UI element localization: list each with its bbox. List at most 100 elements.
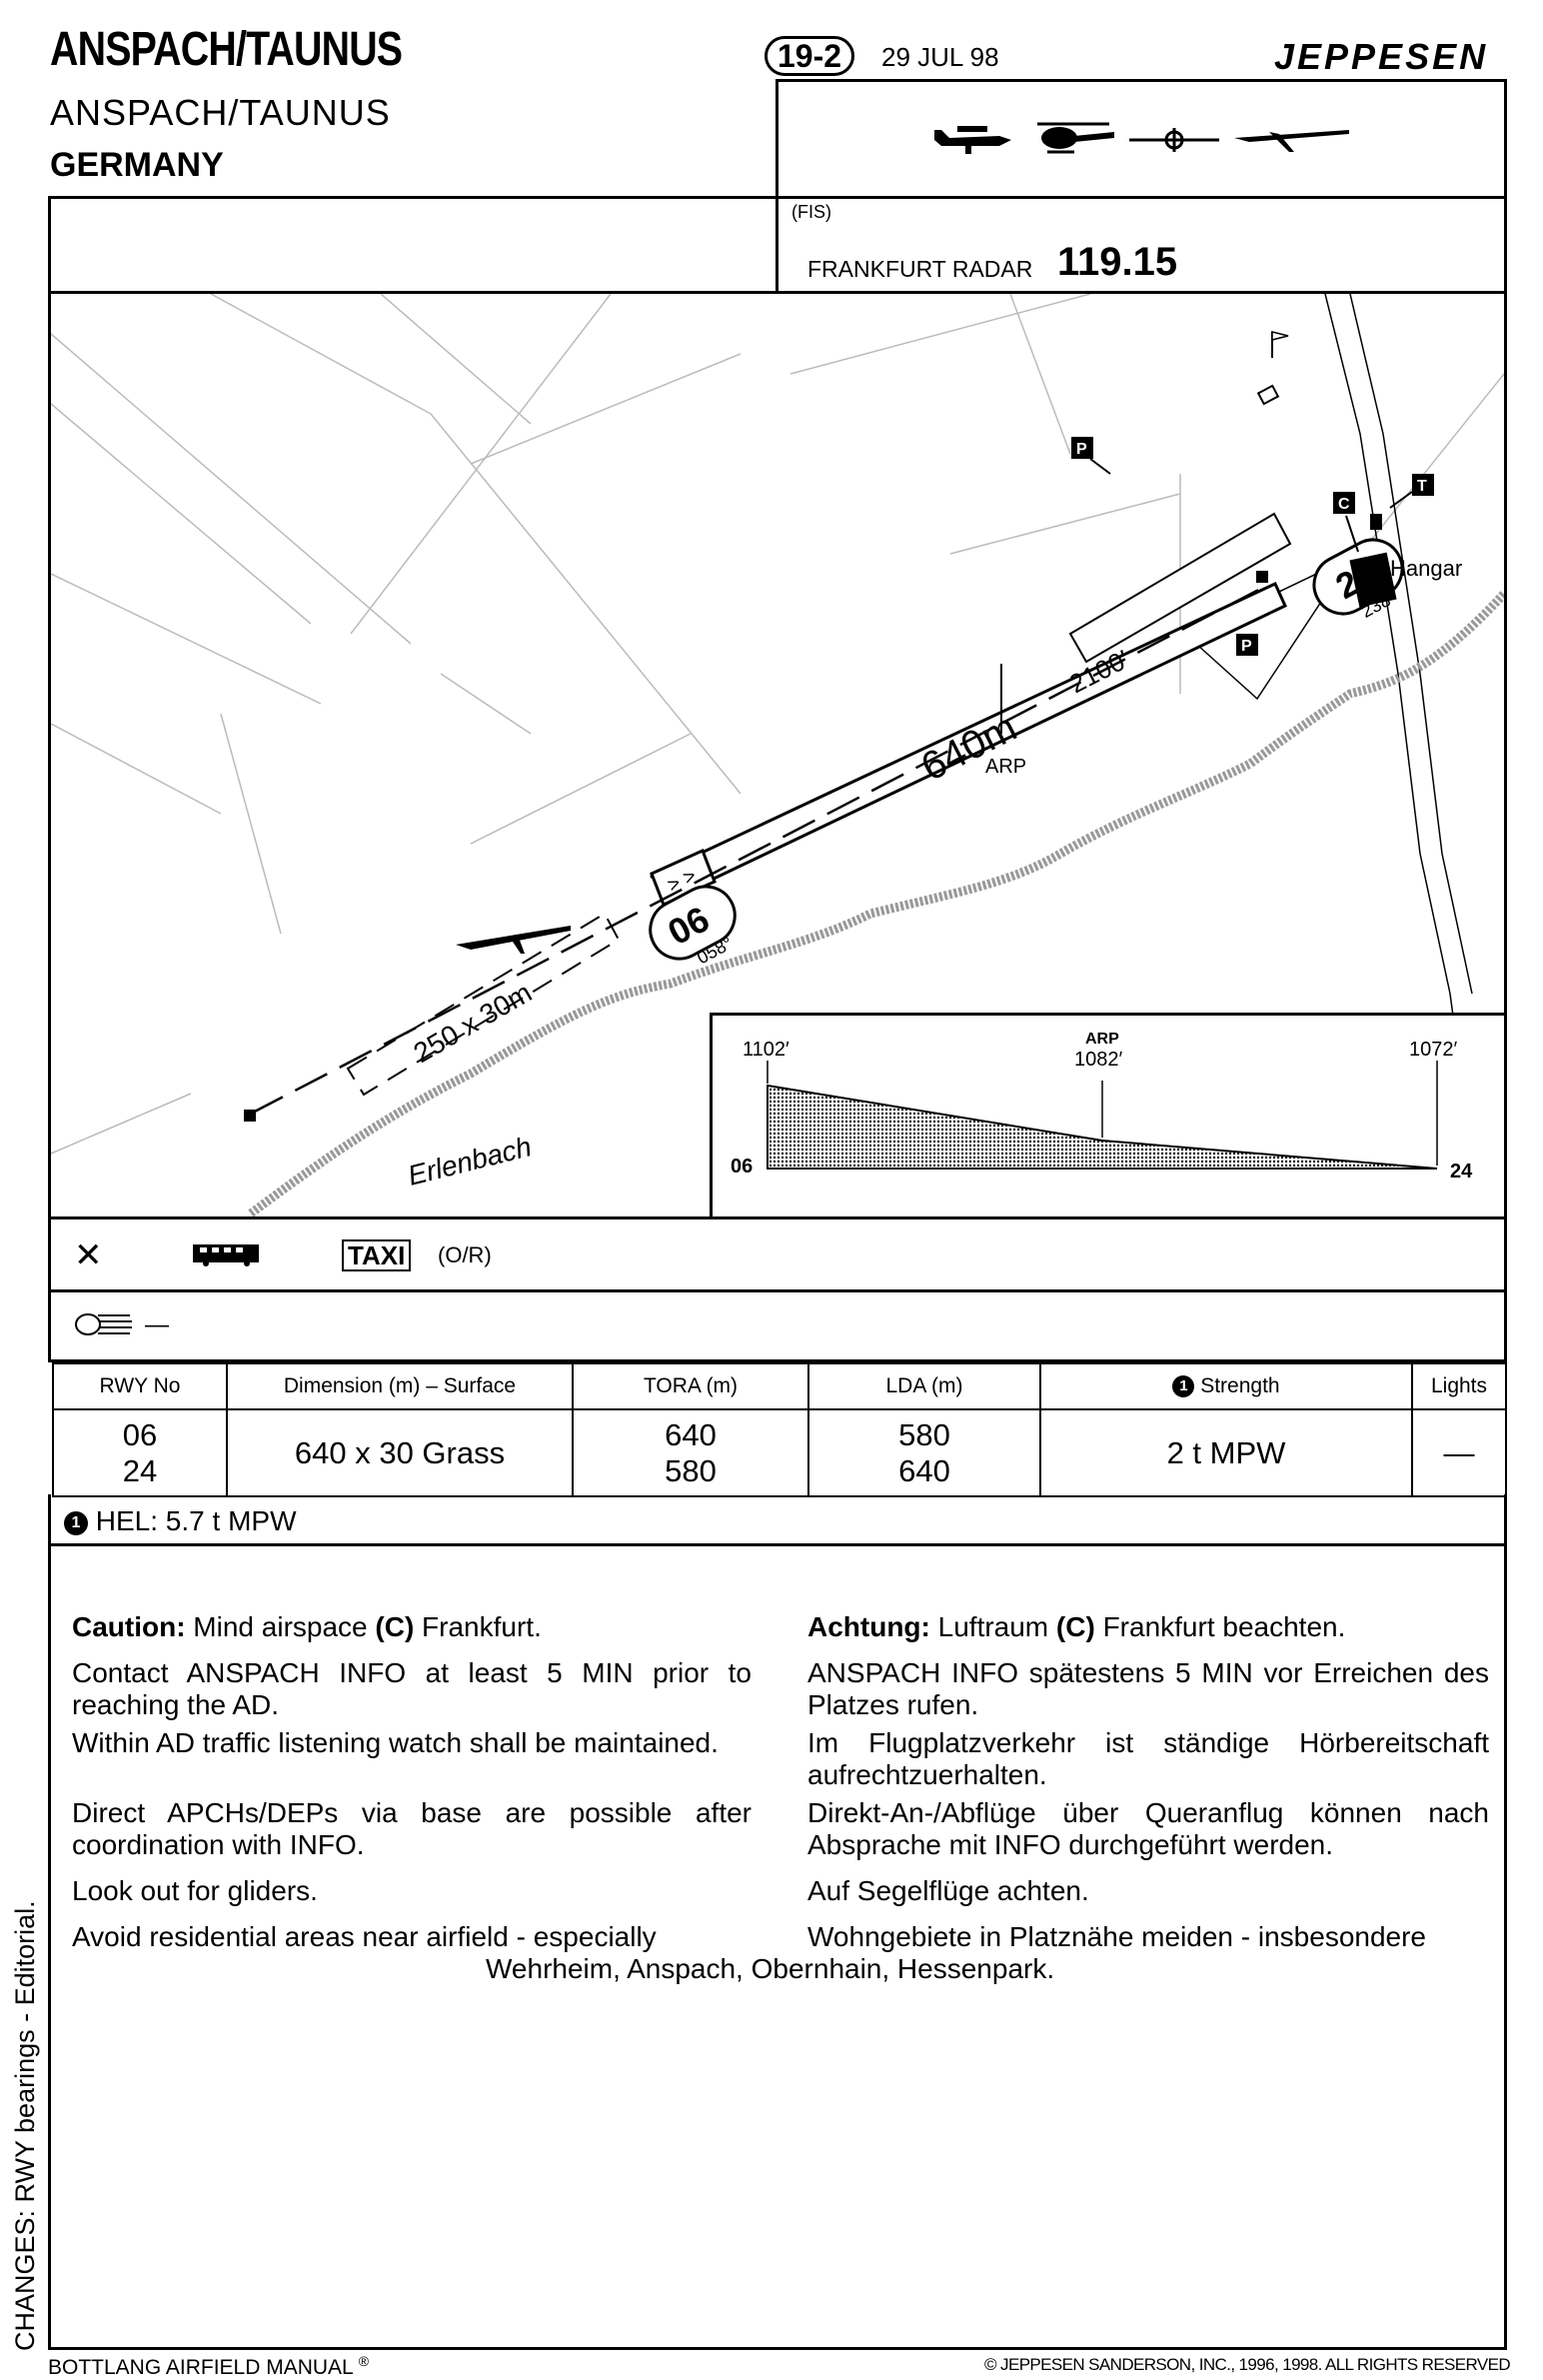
services-box (48, 1216, 1507, 1292)
rwy-number-06: 06 (122, 1416, 158, 1452)
tora-cell: 640 580 (572, 1408, 809, 1497)
rwy-number-24: 24 (122, 1452, 158, 1488)
runway-threshold-06 (650, 848, 717, 908)
avoid-en: Avoid residential areas near airfield - … (72, 1921, 657, 1952)
col-dimension-surface: Dimension (m) – Surface (226, 1362, 574, 1410)
caution-en: Caution: Mind airspace (C) Frankfurt. (72, 1611, 542, 1642)
arp-label: ARP (985, 756, 1026, 778)
rwy-numbers-cell: 06 24 (52, 1408, 228, 1497)
footnote-marker-icon: 1 (64, 1510, 88, 1535)
bus-icon (192, 1241, 262, 1267)
comms-divider (775, 196, 778, 294)
gliders-en: Look out for gliders. (72, 1875, 318, 1906)
lighting-box (48, 1289, 1507, 1362)
erlenbach-stream (248, 590, 1504, 1216)
direct-de: Direkt-An-/Abflüge über Queranflug könne… (807, 1797, 1489, 1860)
airport-map-svg: > > 250 x 30m 06 058° 24 238° 640m 2100′… (51, 294, 1504, 1216)
runway-end-marker (1256, 571, 1268, 583)
lighting-value: — (145, 1311, 169, 1338)
stream-label: Erlenbach (405, 1131, 535, 1191)
windsock-icon (1271, 331, 1289, 358)
lighting-icon (72, 1309, 142, 1339)
chart-index-badge: 19-2 (765, 36, 854, 76)
note-marker-icon: 1 (1172, 1375, 1195, 1398)
aircraft-icons (929, 112, 1359, 162)
glider-symbol (456, 926, 571, 954)
taxi-sign: TAXI (342, 1239, 412, 1271)
col-strength: 1 Strength (1039, 1362, 1413, 1410)
lda-06: 580 (898, 1416, 950, 1452)
gliders-de: Auf Segelflüge achten. (807, 1875, 1089, 1906)
rwy06-marker: 06 058° (649, 885, 737, 968)
customs-sign: C (1333, 492, 1359, 553)
dimension-surface-cell: 640 x 30 Grass (226, 1408, 574, 1497)
runway-extension-line (250, 582, 1271, 1116)
radio-frequency: 119.15 (1057, 240, 1178, 284)
lights-cell: — (1411, 1408, 1507, 1497)
chart-date: 29 JUL 98 (881, 42, 999, 72)
svg-text:T: T (1417, 478, 1427, 495)
fis-label: (FIS) (791, 202, 831, 222)
manual-name: BOTTLANG AIRFIELD MANUAL ® (48, 2353, 370, 2379)
elevation-profile: 1102′ ARP 1082′ 1072′ 06 24 (731, 1031, 1473, 1183)
svg-text:C: C (1338, 496, 1350, 513)
avoid-de: Wohngebiete in Platznähe meiden - insbes… (807, 1921, 1427, 1952)
glider-strip-label: 250 x 30m (409, 977, 538, 1069)
airplane-icon (934, 126, 1011, 154)
parking-sign-east: P (1236, 634, 1258, 656)
registered-mark: ® (358, 2353, 370, 2369)
helicopter-icon (1037, 122, 1114, 154)
profile-elev-arp: 1082′ (1074, 1049, 1122, 1071)
tora-24: 580 (665, 1452, 717, 1488)
fuel-icon: ✕ (74, 1236, 103, 1274)
runway-table-header: RWY No Dimension (m) – Surface TORA (m) … (52, 1362, 1507, 1410)
strength-cell: 2 t MPW (1039, 1408, 1413, 1497)
svg-text:P: P (1241, 638, 1252, 655)
col-lights: Lights (1411, 1362, 1507, 1410)
listening-de: Im Flugplatzverkehr ist ständige Hörbere… (807, 1727, 1489, 1790)
footnote: 1 HEL: 5.7 t MPW (64, 1505, 297, 1537)
tower-building (1370, 514, 1382, 530)
tower-sign: T (1389, 474, 1434, 509)
footnote-text: HEL: 5.7 t MPW (95, 1505, 297, 1536)
lda-cell: 580 640 (807, 1408, 1041, 1497)
hangar-label: Hangar (1390, 556, 1462, 581)
changes-note: CHANGES: RWY bearings - Editorial. (10, 1900, 40, 2351)
glider-icon (1234, 130, 1349, 152)
dashed-end-marker (244, 1110, 256, 1122)
notes-english: Caution: Mind airspace (C) Frankfurt. Co… (72, 1611, 752, 1953)
airport-title: ANSPACH/TAUNUS (50, 23, 403, 76)
lda-24: 640 (898, 1452, 950, 1488)
parking-sign-north: P (1071, 437, 1111, 475)
airport-subtitle: ANSPACH/TAUNUS (50, 92, 391, 133)
contact-en: Contact ANSPACH INFO at least 5 MIN prio… (72, 1657, 752, 1720)
direct-en: Direct APCHs/DEPs via base are possible … (72, 1797, 752, 1860)
listening-en: Within AD traffic listening watch shall … (72, 1727, 719, 1758)
tora-06: 640 (665, 1416, 717, 1452)
notes-box (48, 1543, 1507, 2350)
copyright: © JEPPESEN SANDERSON, INC., 1996, 1998. … (984, 2355, 1511, 2374)
notes-german: Achtung: Luftraum (C) Frankfurt beachten… (807, 1611, 1489, 1953)
profile-elev-06: 1102′ (743, 1039, 789, 1061)
col-lda: LDA (m) (807, 1362, 1041, 1410)
profile-arp-label: ARP (1085, 1031, 1119, 1048)
profile-rwy-24: 24 (1450, 1161, 1473, 1183)
radio-name: FRANKFURT RADAR (807, 256, 1033, 282)
country: GERMANY (50, 146, 224, 184)
caution-de: Achtung: Luftraum (C) Frankfurt beachten… (807, 1611, 1346, 1642)
profile-rwy-06: 06 (731, 1156, 753, 1178)
table-row: 06 24 640 x 30 Grass 640 580 580 640 2 t… (52, 1408, 1507, 1497)
residential-places: Wehrheim, Anspach, Obernhain, Hessenpark… (486, 1953, 1055, 1984)
ultralight-icon (1129, 128, 1219, 152)
profile-elev-24: 1072′ (1409, 1039, 1457, 1061)
hangar-building (1349, 552, 1397, 608)
taxi-note: (O/R) (438, 1242, 492, 1267)
contact-de: ANSPACH INFO spätestens 5 MIN vor Erreic… (807, 1657, 1489, 1720)
brand-logo: JEPPESEN (1274, 36, 1489, 77)
col-rwy-no: RWY No (52, 1362, 228, 1410)
signal-area (1256, 384, 1280, 406)
apron-parking-north (1068, 512, 1292, 664)
svg-text:P: P (1076, 441, 1087, 458)
runway-table: RWY No Dimension (m) – Surface TORA (m) … (52, 1362, 1507, 1497)
col-tora: TORA (m) (572, 1362, 809, 1410)
